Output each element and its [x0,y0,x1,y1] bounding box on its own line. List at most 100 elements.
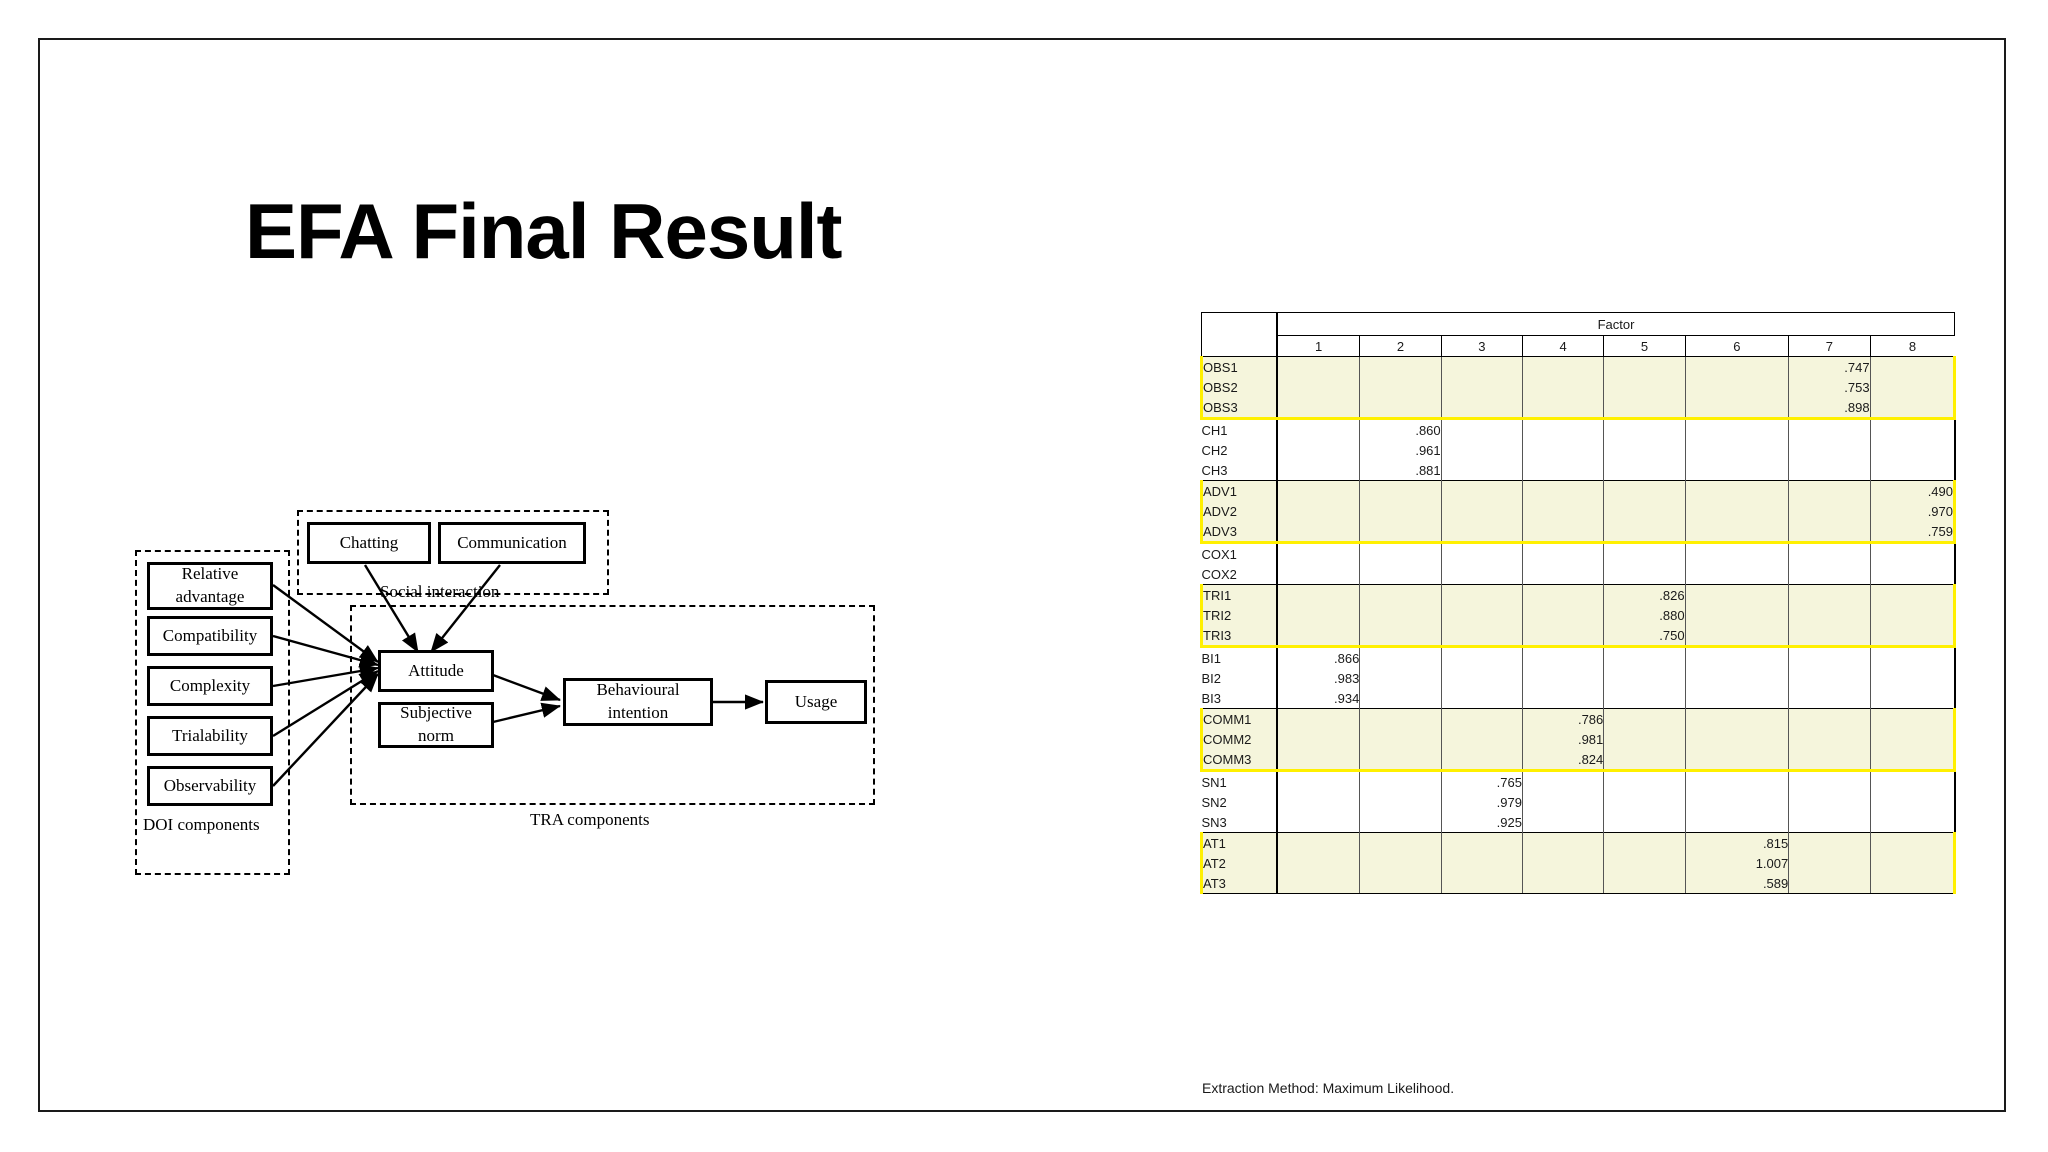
row-label-bi1: BI1 [1201,646,1278,668]
node-communication[interactable]: Communication [438,522,586,564]
cell-cox2-f6 [1684,564,1789,585]
cell-ch3-f4 [1521,460,1604,481]
cell-at3-f8 [1869,873,1957,894]
cell-at3-f6: .589 [1684,873,1789,894]
cell-adv1-f1 [1276,480,1360,501]
cell-obs3-f7: .898 [1788,397,1871,420]
cell-sn1-f3: .765 [1440,770,1523,792]
cell-comm2-f1 [1276,729,1360,749]
row-label-adv1: ADV1 [1200,480,1278,501]
table-row: SN2.979 [1201,792,1956,812]
cell-tri2-f2 [1359,605,1442,625]
cell-bi2-f8 [1869,668,1956,688]
cell-adv1-f3 [1440,480,1523,501]
row-label-tri1: TRI1 [1200,584,1278,605]
cell-cox1-f7 [1788,542,1871,564]
row-label-comm1: COMM1 [1200,708,1278,729]
cell-at2-f3 [1440,853,1523,873]
cell-ch1-f6 [1684,418,1789,440]
cell-obs1-f2 [1359,356,1442,377]
cell-comm3-f2 [1359,749,1442,772]
cell-tri1-f5: .826 [1603,584,1686,605]
cell-obs3-f1 [1276,397,1360,420]
cell-comm2-f6 [1684,729,1789,749]
cell-tri1-f3 [1440,584,1523,605]
cell-obs3-f2 [1359,397,1442,420]
table-row: CH3.881 [1201,460,1956,481]
cell-sn1-f5 [1603,770,1686,792]
cell-at2-f2 [1359,853,1442,873]
cell-comm2-f2 [1359,729,1442,749]
cell-at2-f6: 1.007 [1684,853,1789,873]
node-trialability[interactable]: Trialability [147,716,273,756]
cell-ch2-f1 [1276,440,1360,460]
node-observability[interactable]: Observability [147,766,273,806]
table-row: COX1 [1201,542,1956,564]
cell-comm3-f4: .824 [1521,749,1604,772]
cell-adv3-f3 [1440,521,1523,544]
group-social-box [297,510,609,595]
cell-cox1-f4 [1521,542,1604,564]
cell-comm3-f5 [1603,749,1686,772]
cell-adv3-f7 [1788,521,1871,544]
cell-at1-f4 [1521,832,1604,853]
cell-obs2-f3 [1440,377,1523,397]
cell-at1-f1 [1276,832,1360,853]
cell-obs2-f8 [1869,377,1957,397]
table-row: CH1.860 [1201,418,1956,440]
cell-comm1-f4: .786 [1521,708,1604,729]
cell-tri1-f8 [1869,584,1957,605]
cell-comm1-f2 [1359,708,1442,729]
spanning-header-factor: Factor [1276,312,1955,336]
table-row: AT3 .589 [1200,873,1957,894]
node-label: Relative advantage [175,564,245,606]
node-attitude[interactable]: Attitude [378,650,494,692]
node-complexity[interactable]: Complexity [147,666,273,706]
cell-sn1-f7 [1788,770,1871,792]
cell-obs2-f1 [1276,377,1360,397]
table-row: BI3.934 [1201,688,1956,709]
cell-adv2-f8: .970 [1869,501,1957,521]
cell-at1-f5 [1603,832,1686,853]
cell-at3-f1 [1276,873,1360,894]
table-row: BI1.866 [1201,646,1956,668]
cell-bi1-f1: .866 [1276,646,1360,668]
cell-bi2-f1: .983 [1276,668,1360,688]
column-header-factor-6: 6 [1684,335,1789,357]
node-subjective-norm[interactable]: Subjective norm [378,702,494,748]
cell-sn2-f8 [1869,792,1956,812]
cell-sn2-f6 [1684,792,1789,812]
cell-obs2-f2 [1359,377,1442,397]
node-behavioural-intention[interactable]: Behavioural intention [563,678,713,726]
cell-sn3-f7 [1788,812,1871,833]
cell-adv1-f5 [1603,480,1686,501]
node-relative-advantage[interactable]: Relative advantage [147,562,273,610]
cell-comm3-f3 [1440,749,1523,772]
cell-tri3-f1 [1276,625,1360,648]
node-label: Compatibility [162,625,258,645]
cell-adv1-f7 [1788,480,1871,501]
cell-at2-f4 [1521,853,1604,873]
cell-comm2-f7 [1788,729,1871,749]
cell-adv3-f6 [1684,521,1789,544]
cell-bi1-f3 [1440,646,1523,668]
table-row: AT1.815 [1200,832,1957,853]
node-label: Behavioural intention [596,680,680,722]
table-row: OBS2.753 [1200,377,1957,397]
cell-comm1-f8 [1869,708,1957,729]
cell-adv3-f1 [1276,521,1360,544]
cell-obs1-f6 [1684,356,1789,377]
node-chatting[interactable]: Chatting [307,522,431,564]
cell-tri3-f4 [1521,625,1604,648]
cell-tri2-f5: .880 [1603,605,1686,625]
node-usage[interactable]: Usage [765,680,867,724]
cell-ch3-f7 [1788,460,1871,481]
row-label-at3: AT3 [1200,873,1278,894]
node-label: Complexity [169,675,251,695]
node-compatibility[interactable]: Compatibility [147,616,273,656]
node-label: Trialability [172,725,248,745]
